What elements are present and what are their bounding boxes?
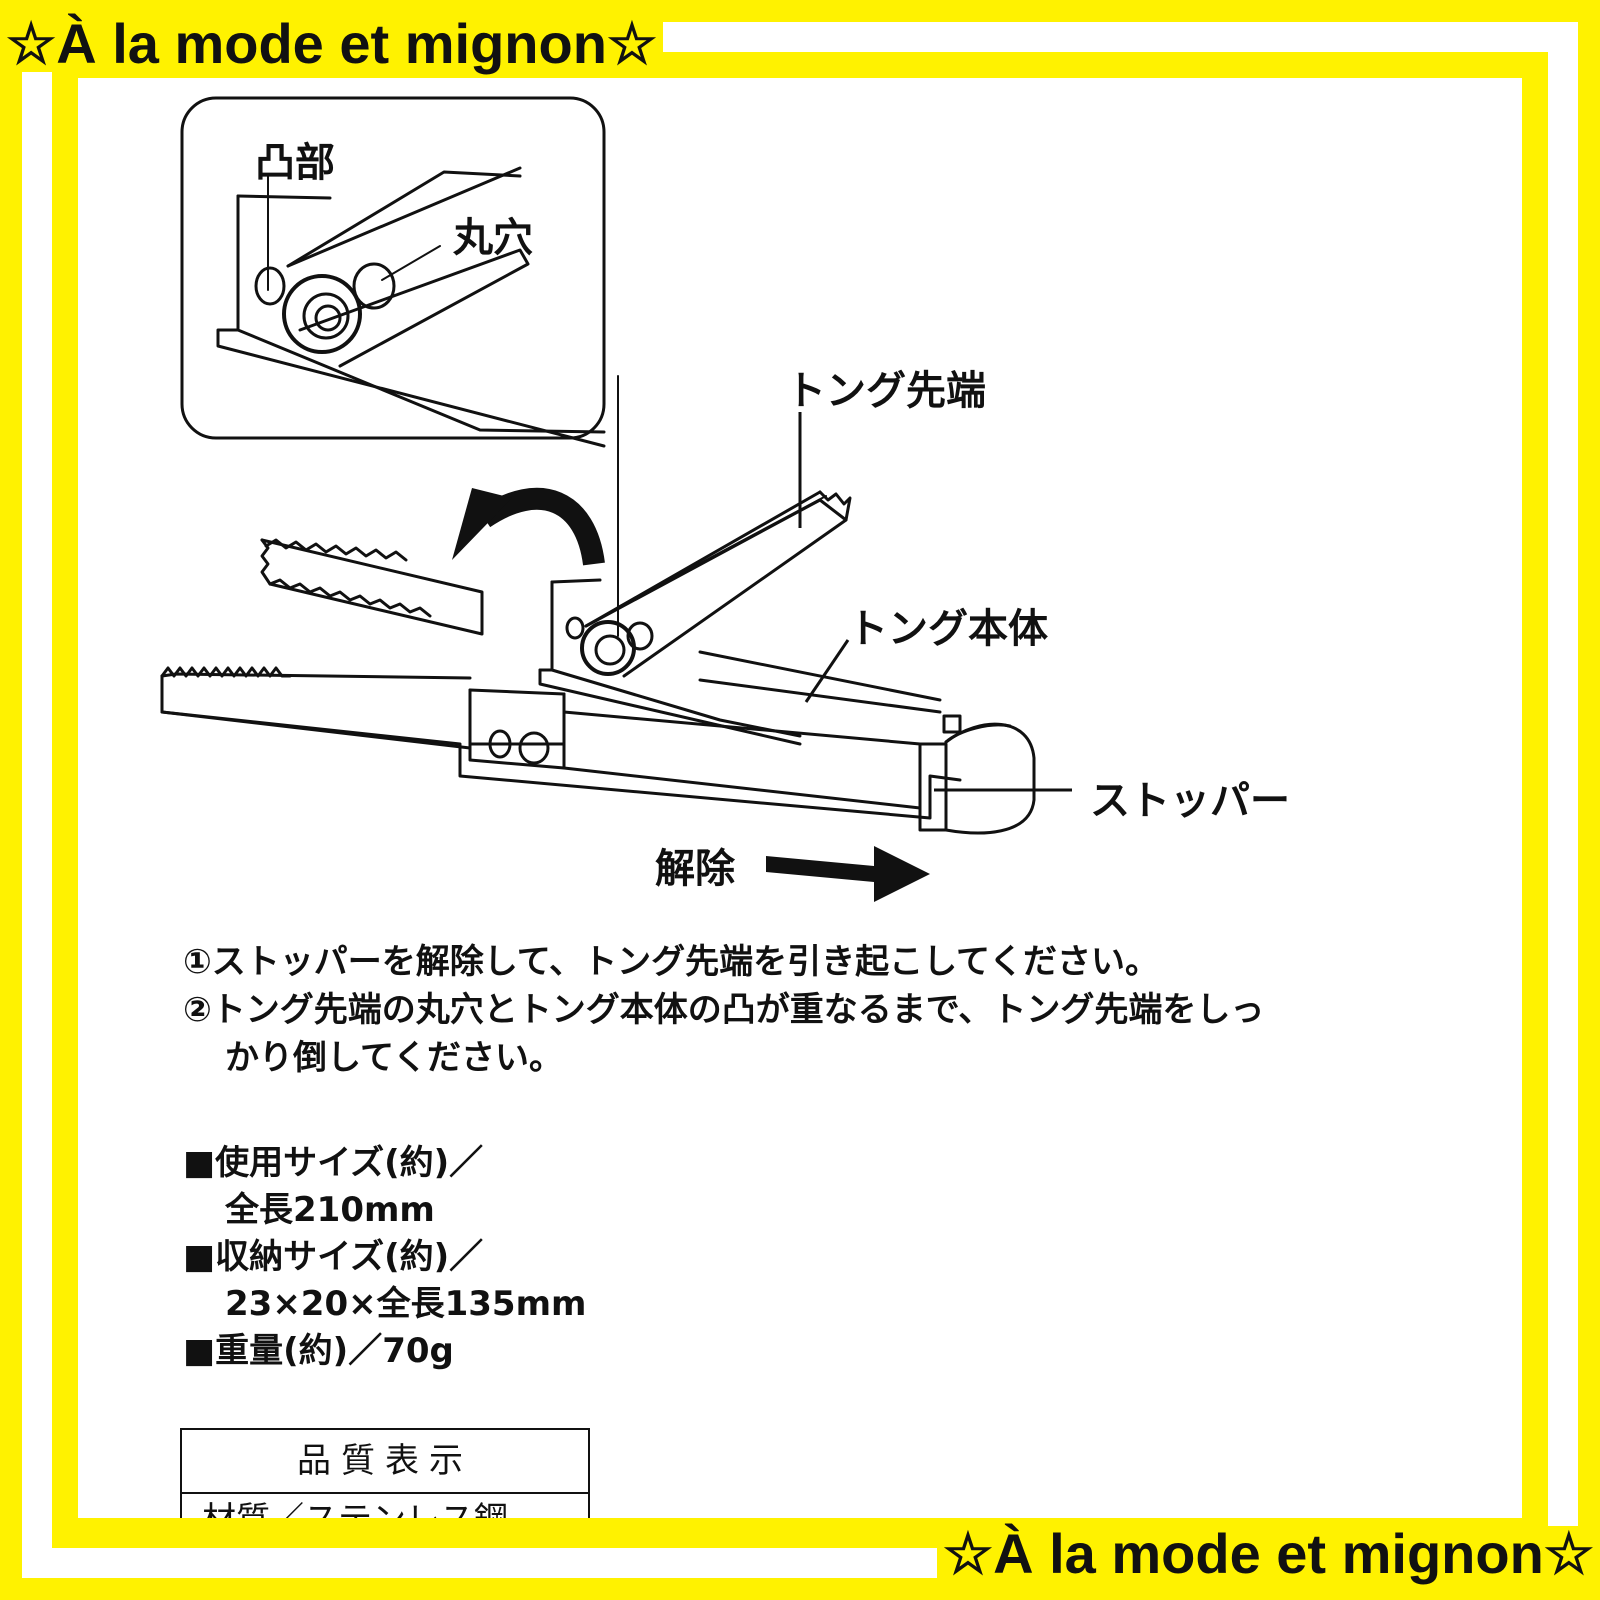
release-arrow (766, 846, 930, 902)
inset-pivot-mid (302, 292, 350, 340)
detail-inset-box (180, 96, 606, 440)
rotate-arrow-arc (477, 487, 605, 566)
stand-plate (550, 580, 802, 738)
main-pivot-inner (594, 634, 626, 666)
specs: ■使用サイズ(約)／ 全長210mm ■収納サイズ(約)／ 23×20×全長13… (183, 1140, 586, 1375)
banner-bottom: ☆À la mode et mignon☆ (936, 1526, 1600, 1582)
banner-top: ☆À la mode et mignon☆ (0, 16, 664, 72)
spec-use-size-label: ■使用サイズ(約)／ (183, 1143, 484, 1183)
inset-pivot-outer (282, 274, 362, 354)
leader-tong-body (804, 639, 850, 703)
main-round-hole (626, 621, 654, 651)
tong-arm-upper-back (260, 538, 484, 636)
quality-label-box: 品質表示 材質／ステンレス鋼 (180, 1428, 590, 1518)
quality-label-header: 品質表示 (182, 1430, 588, 1494)
label-round-hole: 丸穴 (453, 215, 533, 261)
inset-round-hole (352, 262, 396, 310)
main-convex-dot (565, 616, 585, 640)
frame-stripe (30, 30, 1570, 1570)
spec-storage-size-label: ■収納サイズ(約)／ (183, 1237, 484, 1277)
label-release: 解除 (655, 846, 735, 892)
instruction-step-2-cont: かり倒してください。 (225, 1038, 563, 1078)
spec-storage-size-value: 23×20×全長135mm (225, 1284, 587, 1324)
tong-tip-upright (584, 498, 848, 678)
label-tong-body: トング本体 (848, 606, 1048, 652)
spec-weight: ■重量(約)／70g (183, 1331, 454, 1371)
inset-arm (286, 170, 530, 368)
inset-convex-dot (254, 266, 286, 306)
instructions: ①ストッパーを解除して、トング先端を引き起こしてください。 ②トング先端の丸穴と… (183, 938, 1443, 1082)
label-convex: 凸部 (255, 140, 335, 186)
inset-pivot-inner (314, 304, 342, 332)
label-tong-tip: トング先端 (786, 368, 986, 414)
quality-material: 材質／ステンレス鋼 (182, 1494, 588, 1518)
spec-use-size-value: 全長210mm (225, 1190, 435, 1230)
label-stopper: ストッパー (1090, 778, 1290, 824)
inset-plate (236, 194, 606, 434)
rotate-arrow-head (452, 488, 512, 560)
instruction-step-1: ①ストッパーを解除して、トング先端を引き起こしてください。 (183, 942, 1160, 982)
main-pivot-outer (580, 620, 636, 676)
instruction-step-2: ②トング先端の丸穴とトング本体の凸が重なるまで、トング先端をしっ (183, 990, 1265, 1030)
